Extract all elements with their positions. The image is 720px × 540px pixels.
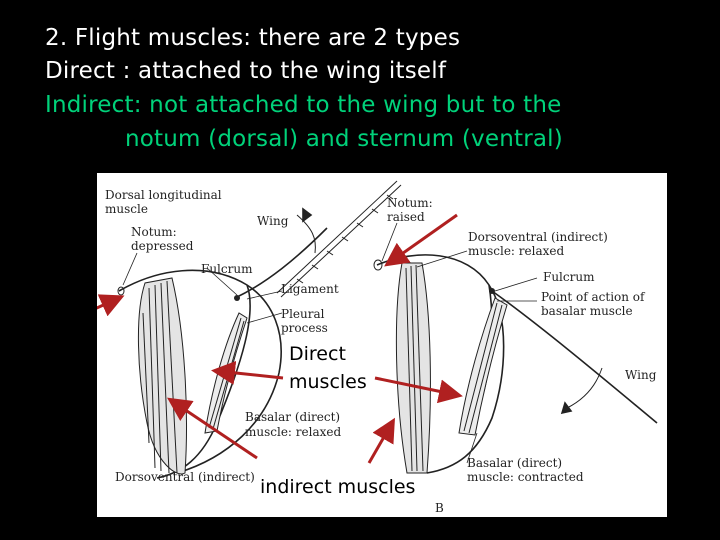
- label-dorsal-longitudinal: Dorsal longitudinal: [105, 188, 222, 202]
- right-fulcrum-point: [489, 288, 495, 294]
- left-notum-point: [117, 286, 125, 296]
- annotation-direct-line2: muscles: [289, 371, 367, 393]
- wing-hatching: [276, 180, 402, 298]
- label-right-basalar-state: muscle: contracted: [467, 470, 584, 484]
- label-process: process: [281, 321, 328, 335]
- label-right-notum-state: raised: [387, 210, 425, 224]
- annotation-indirect: indirect muscles: [260, 476, 416, 498]
- label-panel-b: B: [435, 501, 444, 515]
- left-dorsal-longitudinal-muscle: [137, 277, 187, 475]
- leader-lines: [122, 222, 538, 464]
- annotation-arrows: [97, 213, 463, 464]
- annotation-direct-line1: Direct: [289, 343, 346, 365]
- label-pleural: Pleural: [281, 307, 325, 321]
- label-right-dorsoventral: Dorsoventral (indirect): [468, 230, 608, 244]
- label-left-notum-state: depressed: [131, 239, 194, 253]
- label-left-basalar: Basalar (direct): [245, 410, 341, 424]
- label-right-wing: Wing: [625, 368, 657, 382]
- label-dorsal-muscle: muscle: [105, 202, 148, 216]
- heading-line-1: 2. Flight muscles: there are 2 types: [45, 25, 461, 51]
- label-ligament: Ligament: [281, 282, 339, 296]
- right-basalar-muscle: [458, 297, 508, 436]
- label-right-fulcrum: Fulcrum: [543, 270, 595, 284]
- left-fulcrum-point: [234, 295, 240, 301]
- heading-line-4: notum (dorsal) and sternum (ventral): [125, 126, 563, 152]
- left-wing: [234, 207, 328, 299]
- label-point-of-action: Point of action of: [541, 290, 645, 304]
- label-basalar-muscle: basalar muscle: [541, 304, 633, 318]
- label-left-basalar-state: muscle: relaxed: [245, 425, 342, 439]
- right-dorsoventral-muscle: [395, 262, 431, 474]
- label-left-fulcrum: Fulcrum: [201, 262, 253, 276]
- label-right-notum: Notum:: [387, 196, 433, 210]
- label-right-dorsoventral-state: muscle: relaxed: [468, 244, 565, 258]
- right-notum-point: [373, 259, 383, 271]
- label-left-notum: Notum:: [131, 225, 177, 239]
- label-left-wing: Wing: [257, 214, 289, 228]
- right-wing: [491, 290, 658, 424]
- flight-muscle-diagram: Dorsal longitudinal muscle Notum: depres…: [97, 173, 667, 517]
- heading-line-3: Indirect: not attached to the wing but t…: [45, 92, 562, 118]
- label-left-dorsoventral: Dorsoventral (indirect): [115, 470, 255, 484]
- label-right-basalar: Basalar (direct): [467, 456, 563, 470]
- heading-line-2: Direct : attached to the wing itself: [45, 58, 447, 84]
- diagram-drawing: [97, 180, 658, 479]
